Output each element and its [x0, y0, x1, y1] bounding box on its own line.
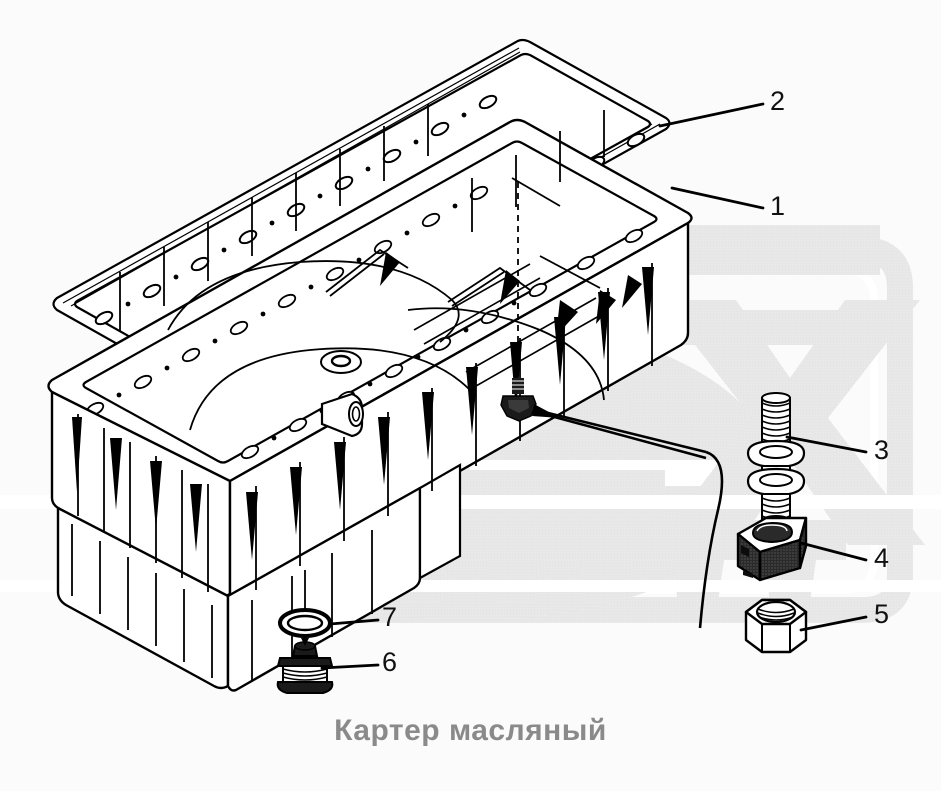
center-plug-bolt	[500, 378, 537, 422]
leader-2	[658, 102, 765, 128]
gasket-rivets	[125, 112, 467, 307]
leader-arrow	[532, 404, 560, 418]
flange-gussets	[72, 267, 654, 560]
assembly-axis-drain	[301, 570, 309, 646]
callout-label-2: 2	[770, 86, 786, 116]
leader-4	[799, 541, 868, 562]
clamp-block	[736, 516, 808, 582]
drain-plug-washer	[278, 608, 332, 638]
stud-bolt	[746, 392, 806, 527]
diagram-caption: Картер масляный	[334, 714, 607, 747]
leader-1	[670, 186, 765, 210]
oil-pan-body	[47, 104, 693, 692]
callout-label-4: 4	[874, 543, 890, 573]
center-bolt-leader	[535, 408, 724, 629]
callout-label-7: 7	[382, 602, 398, 632]
callout-label-1: 1	[770, 191, 786, 221]
callout-label-6: 6	[382, 647, 398, 677]
callout-leaders	[320, 102, 868, 670]
leader-6	[320, 663, 380, 670]
callout-label-5: 5	[874, 599, 890, 629]
leader-7	[328, 618, 380, 626]
leader-3	[785, 435, 868, 454]
callout-label-3: 3	[874, 435, 890, 465]
hex-nut	[744, 598, 808, 654]
oil-return-tube	[320, 392, 364, 438]
internal-boss	[320, 350, 362, 374]
leader-5	[799, 615, 868, 632]
